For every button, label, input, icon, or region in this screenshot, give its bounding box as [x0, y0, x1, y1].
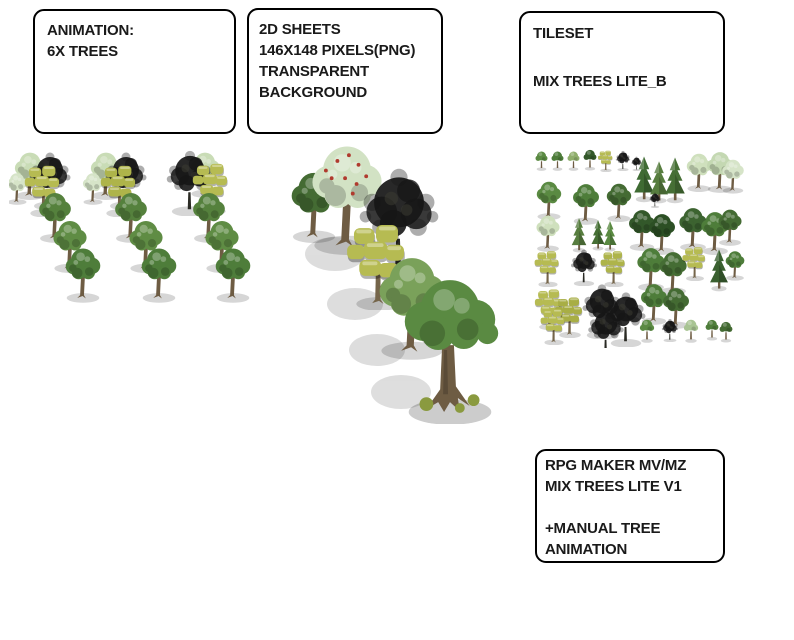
- product-info-line: +MANUAL TREE: [545, 520, 661, 537]
- tileset-info-line: TILESET: [533, 25, 594, 42]
- tileset-row-saplings: [535, 149, 642, 172]
- cascade-shadows: [305, 237, 431, 409]
- tree-cascade-frame-3: [166, 150, 251, 303]
- sheets-info-line: TRANSPARENT: [259, 63, 370, 80]
- product-info-line: [545, 497, 715, 518]
- tileset-info-line: [533, 46, 711, 70]
- animation-info-line: ANIMATION:: [47, 22, 134, 39]
- animation-info-box: ANIMATION: 6X TREES: [33, 9, 236, 134]
- tileset-row-3: [536, 208, 742, 255]
- tileset-row-5: [534, 284, 689, 348]
- tileset-conifer-group: [634, 156, 685, 208]
- tileset-info-box: TILESET MIX TREES LITE_B: [519, 11, 725, 134]
- tileset-birch-group: [686, 152, 744, 194]
- tree-animation-frames-art: [9, 150, 251, 303]
- tileset-sprites-art: [534, 149, 745, 348]
- animation-info-line: 6X TREES: [47, 43, 118, 60]
- sheets-info-line: 2D SHEETS: [259, 21, 341, 38]
- tree-cascade-frame-1: [9, 152, 101, 303]
- tree-cascade-frame-2: [82, 152, 177, 303]
- tileset-info-line: MIX TREES LITE_B: [533, 73, 667, 90]
- product-info-box: RPG MAKER MV/MZ MIX TREES LITE V1 +MANUA…: [535, 449, 725, 563]
- product-info-line: MIX TREES LITE V1: [545, 478, 682, 495]
- product-info-line: ANIMATION: [545, 541, 628, 558]
- sheet-preview-art: [291, 136, 499, 424]
- sheets-info-box: 2D SHEETS 146X148 PIXELS(PNG) TRANSPAREN…: [247, 8, 443, 134]
- sheets-info-line: BACKGROUND: [259, 84, 367, 101]
- sheets-info-line: 146X148 PIXELS(PNG): [259, 42, 416, 59]
- product-info-line: RPG MAKER MV/MZ: [545, 457, 687, 474]
